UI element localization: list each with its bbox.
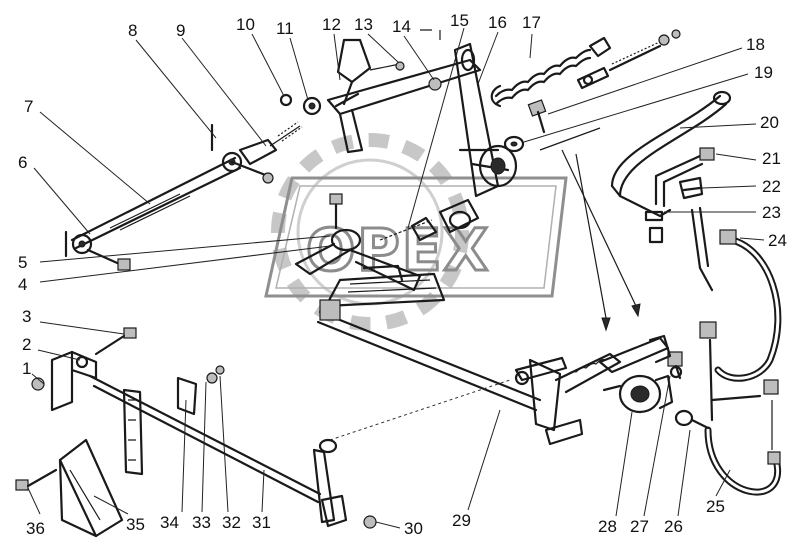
clip-22: [678, 176, 704, 200]
callout-30: 30: [404, 519, 423, 538]
callout-10: 10: [236, 15, 255, 34]
callout-23: 23: [762, 203, 781, 222]
callout-36: 36: [26, 519, 45, 538]
callout-5: 5: [18, 253, 27, 272]
tension-spring: [490, 36, 612, 108]
leader-lines: [27, 27, 765, 529]
callout-17: 17: [522, 13, 541, 32]
callout-31: 31: [252, 513, 271, 532]
fitting-27: [667, 351, 683, 380]
callout-15: 15: [450, 11, 469, 30]
callout-22: 22: [762, 177, 781, 196]
watermark: OPEX: [264, 133, 568, 331]
callout-13: 13: [354, 15, 373, 34]
pedal-bracket: [279, 29, 518, 198]
callout-28: 28: [598, 517, 617, 536]
callout-24: 24: [768, 231, 787, 250]
bolt-36: [15, 468, 58, 491]
washer-19: [503, 135, 525, 153]
callout-7: 7: [24, 97, 33, 116]
callout-35: 35: [126, 515, 145, 534]
central-lever-assembly: [294, 193, 480, 308]
callout-29: 29: [452, 511, 471, 530]
callout-27: 27: [630, 517, 649, 536]
callout-4: 4: [18, 275, 27, 294]
watermark-frame: [264, 176, 568, 298]
brake-valve-28: [598, 334, 674, 414]
callout-16: 16: [488, 13, 507, 32]
callout-labels: 1 2 3 4 5 6 7 8 9 10 11 12 13 14 15 16 1…: [18, 11, 787, 538]
callout-33: 33: [192, 513, 211, 532]
linkage-chain-29: [329, 379, 511, 441]
callout-34: 34: [160, 513, 179, 532]
hose-24: [699, 229, 782, 382]
callout-1: 1: [22, 359, 31, 378]
callout-21: 21: [762, 149, 781, 168]
hose-25: [704, 338, 782, 496]
callout-18: 18: [746, 35, 765, 54]
callout-14: 14: [392, 17, 411, 36]
callout-12: 12: [322, 15, 341, 34]
callout-20: 20: [760, 113, 779, 132]
callout-6: 6: [18, 153, 27, 172]
callout-2: 2: [22, 335, 31, 354]
bolt-18: [527, 99, 547, 134]
adjusting-rod: [576, 29, 681, 90]
callout-32: 32: [222, 513, 241, 532]
callout-11: 11: [276, 19, 294, 38]
callout-3: 3: [22, 307, 31, 326]
clip-23: [644, 210, 664, 244]
main-cross-shaft: [88, 299, 622, 504]
brake-pipe-20: [610, 90, 732, 292]
pedal-pad: [58, 438, 124, 538]
fitting-21: [654, 147, 715, 208]
callout-26: 26: [664, 517, 683, 536]
callout-25: 25: [706, 497, 725, 516]
callout-8: 8: [128, 21, 137, 40]
callout-19: 19: [754, 63, 773, 82]
assembly-arrows: [539, 127, 641, 332]
left-mount-bracket: [31, 327, 137, 412]
upper-linkage-rod: [64, 123, 274, 271]
clevis-yoke: [238, 121, 303, 166]
lower-lever: [312, 438, 377, 529]
tee-fitting-26: [674, 409, 710, 430]
pedal-arm: [122, 365, 225, 476]
callout-9: 9: [176, 21, 185, 40]
